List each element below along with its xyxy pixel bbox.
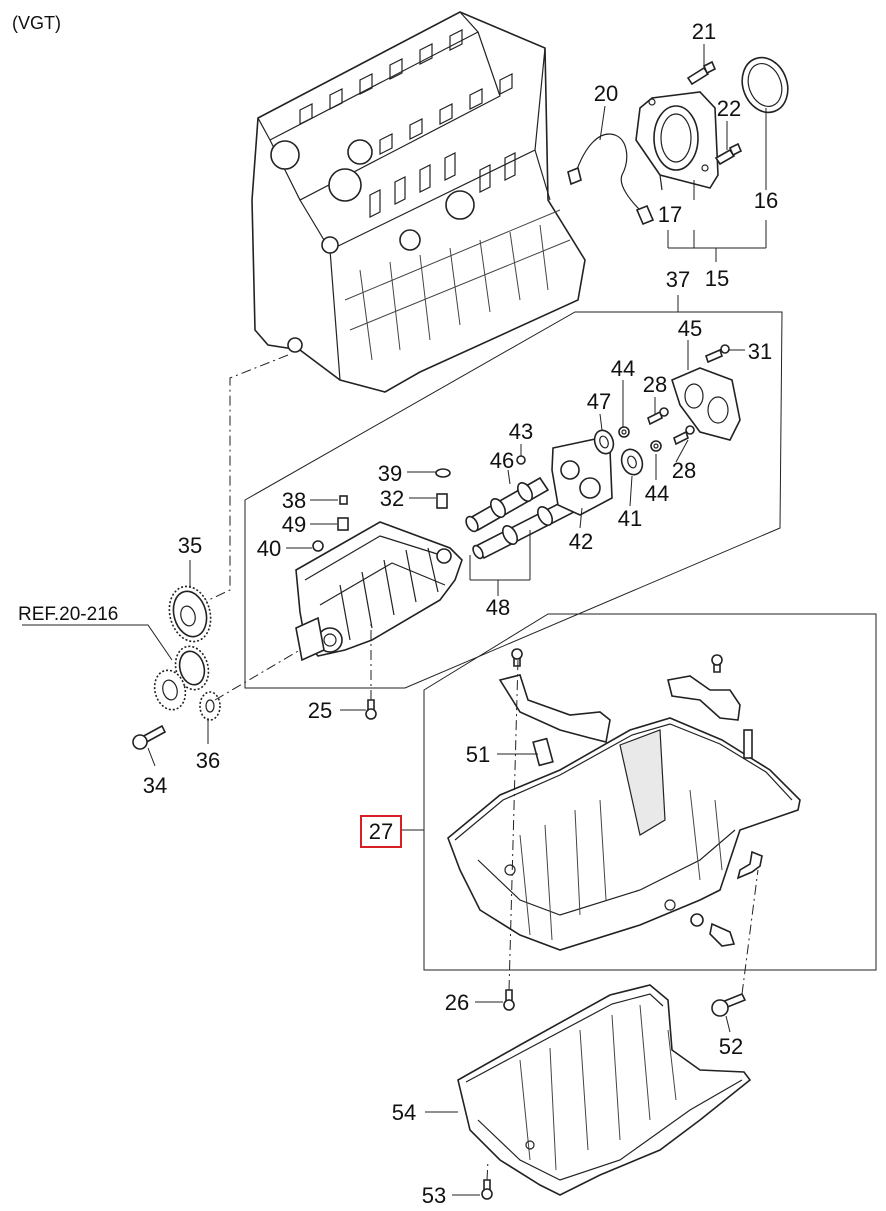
bracket-left — [498, 674, 611, 743]
callout-42: 42 — [569, 529, 593, 554]
callout-34: 34 — [143, 773, 167, 798]
leader-lines — [22, 44, 767, 1196]
callout-17: 17 — [658, 202, 682, 227]
washer-44b — [650, 440, 662, 452]
bolt-25 — [365, 699, 377, 720]
callout-28-bottom: 28 — [672, 458, 696, 483]
drain-plug — [690, 913, 736, 947]
rear-oil-seal-retainer — [635, 91, 719, 191]
callout-43: 43 — [509, 419, 533, 444]
callout-15: 15 — [705, 266, 729, 291]
callout-31: 31 — [748, 339, 772, 364]
callout-48: 48 — [486, 595, 510, 620]
axis-line-26 — [508, 659, 519, 991]
gear-36 — [199, 691, 221, 721]
callout-47: 47 — [587, 389, 611, 414]
callout-44-bottom: 44 — [645, 481, 669, 506]
axis-line-52 — [741, 869, 759, 995]
callout-38: 38 — [282, 488, 306, 513]
axis-line-gear — [214, 649, 301, 701]
lower-oil-pan — [457, 984, 752, 1196]
callout-46: 46 — [490, 448, 514, 473]
callout-36: 36 — [196, 748, 220, 773]
balance-shaft-46 — [465, 476, 550, 533]
callout-39: 39 — [378, 461, 402, 486]
washer-44a — [618, 426, 630, 438]
upper-oil-pan — [447, 717, 801, 951]
bolt-28a — [647, 407, 669, 426]
callout-52: 52 — [719, 1034, 743, 1059]
engine-block — [251, 11, 586, 393]
balance-shaft-housing — [295, 521, 463, 662]
dowel-49 — [337, 517, 349, 531]
axis-line-53 — [486, 1159, 489, 1181]
assembly-box-37 — [244, 311, 783, 689]
balance-cover-45 — [671, 367, 741, 441]
bracket-right — [667, 675, 741, 721]
bolt-31 — [705, 344, 730, 364]
dowel-51 — [532, 737, 554, 767]
oil-pipe — [736, 850, 763, 880]
highlight-box-27 — [360, 815, 402, 848]
bolt-22 — [714, 142, 743, 166]
rear-oil-seal-ring — [741, 56, 789, 114]
pin-38 — [339, 495, 348, 505]
gear-ref — [153, 645, 210, 711]
callout-26: 26 — [445, 990, 469, 1015]
bolt-21 — [686, 60, 717, 86]
callout-32: 32 — [380, 486, 404, 511]
callout-49: 49 — [282, 512, 306, 537]
plug-40 — [312, 540, 324, 552]
bolt-28b — [673, 425, 695, 446]
callout-44-top: 44 — [611, 356, 635, 381]
variant-label: (VGT) — [12, 13, 61, 33]
callout-22: 22 — [717, 96, 741, 121]
plug-39 — [435, 468, 451, 478]
gear-41 — [620, 448, 644, 476]
callout-37: 37 — [666, 267, 690, 292]
assembly-box-27 — [423, 613, 877, 971]
callout-35: 35 — [178, 533, 202, 558]
bolt-34 — [132, 724, 167, 750]
callout-41: 41 — [618, 506, 642, 531]
oring-43 — [516, 455, 526, 465]
stud-right — [743, 729, 753, 759]
callout-20: 20 — [594, 81, 618, 106]
callout-53: 53 — [422, 1183, 446, 1208]
bolt-53 — [481, 1179, 493, 1200]
sleeve-32 — [436, 493, 448, 509]
bolt-26 — [503, 989, 515, 1011]
callout-40: 40 — [257, 536, 281, 561]
bearing-plate-42 — [551, 437, 613, 516]
gear-47 — [593, 429, 615, 455]
bolt-upper-right — [711, 654, 723, 673]
callout-27: 27 — [369, 819, 393, 844]
callout-16: 16 — [754, 188, 778, 213]
callout-45: 45 — [678, 316, 702, 341]
bolt-52 — [711, 992, 747, 1017]
gear-35 — [168, 585, 212, 643]
callout-54: 54 — [392, 1100, 416, 1125]
callout-51: 51 — [466, 742, 490, 767]
reference-label: REF.20-216 — [18, 604, 118, 625]
crank-sensor-harness — [567, 133, 655, 226]
callout-28-top: 28 — [643, 372, 667, 397]
axis-line-crankshaft — [195, 354, 289, 607]
callout-25: 25 — [308, 698, 332, 723]
bolt-upper-left — [511, 648, 523, 667]
callout-21: 21 — [692, 19, 716, 44]
